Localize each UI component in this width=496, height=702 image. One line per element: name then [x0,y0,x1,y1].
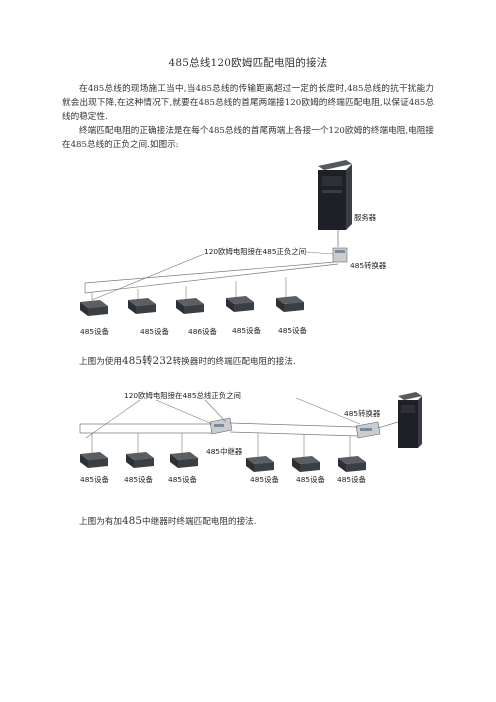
caption-repeater-suffix: 中继器时终端匹配电阻的接法. [142,517,257,527]
caption-converter-prefix: 上图为使用 [79,357,122,367]
device-icon-4 [226,296,254,312]
device-icon-2 [126,452,154,468]
device-label: 485设备 [250,475,279,484]
device-icon-4 [246,456,274,472]
caption-repeater-highlight: 485 [121,515,143,527]
resistor-label: 120欧姆电阻接在485总线正负之间 [124,391,241,400]
device-icon-1 [80,300,108,316]
converter-icon [355,421,381,439]
server-icon [398,392,422,448]
device-label: 485设备 [168,475,197,484]
caption-repeater: 上图为有加485中继器时终端匹配电阻的接法. [79,515,256,528]
device-label: 485设备 [278,326,307,335]
caption-repeater-prefix: 上图为有加 [79,517,122,527]
page-title: 485总线120欧姆匹配电阻的接法 [168,57,328,69]
device-icon-3 [176,298,204,314]
device-label: 486设备 [188,327,217,336]
paragraph-method: 终端匹配电阻的正确接法是在每个485总线的首尾两端上各接一个120欧姆的终端电阻… [62,126,434,150]
device-icon-3 [170,452,198,468]
device-label: 485设备 [124,475,153,484]
diagram-repeater: 485转换器 485中继器 120欧姆电阻接在485总线正负之间 485设备 4… [79,391,422,484]
paragraph-intro: 在485总线的现场施工当中,当485总线的传输距离超过一定的长度时,485总线的… [62,84,434,122]
device-icon-2 [128,298,156,314]
device-label: 485设备 [80,475,109,484]
server-label: 服务器 [354,213,377,222]
device-label: 485设备 [80,327,109,336]
device-label: 485设备 [296,475,325,484]
server-icon [318,160,352,230]
device-icon-6 [338,456,366,472]
repeater-label: 485中继器 [206,447,243,456]
diagram-converter: 服务器 485转换器 120欧姆电阻接在485正负之间 485设备 485设备 … [80,160,387,336]
converter-label: 485转换器 [350,261,387,270]
caption-converter-highlight: 485转232 [121,355,173,367]
device-label: 485设备 [140,327,169,336]
device-label: 485设备 [337,475,366,484]
resistor-label: 120欧姆电阻接在485正负之间 [204,247,306,256]
caption-converter-suffix: 转换器时的终端匹配电阻的接法. [172,357,296,367]
device-icon-1 [80,452,108,468]
device-icon-5 [292,456,320,472]
caption-converter: 上图为使用485转232转换器时的终端匹配电阻的接法. [79,355,296,368]
device-icon-5 [276,296,304,312]
converter-label: 485转换器 [344,409,381,418]
converter-icon [332,247,348,263]
repeater-icon [209,417,233,435]
device-label: 485设备 [232,326,261,335]
